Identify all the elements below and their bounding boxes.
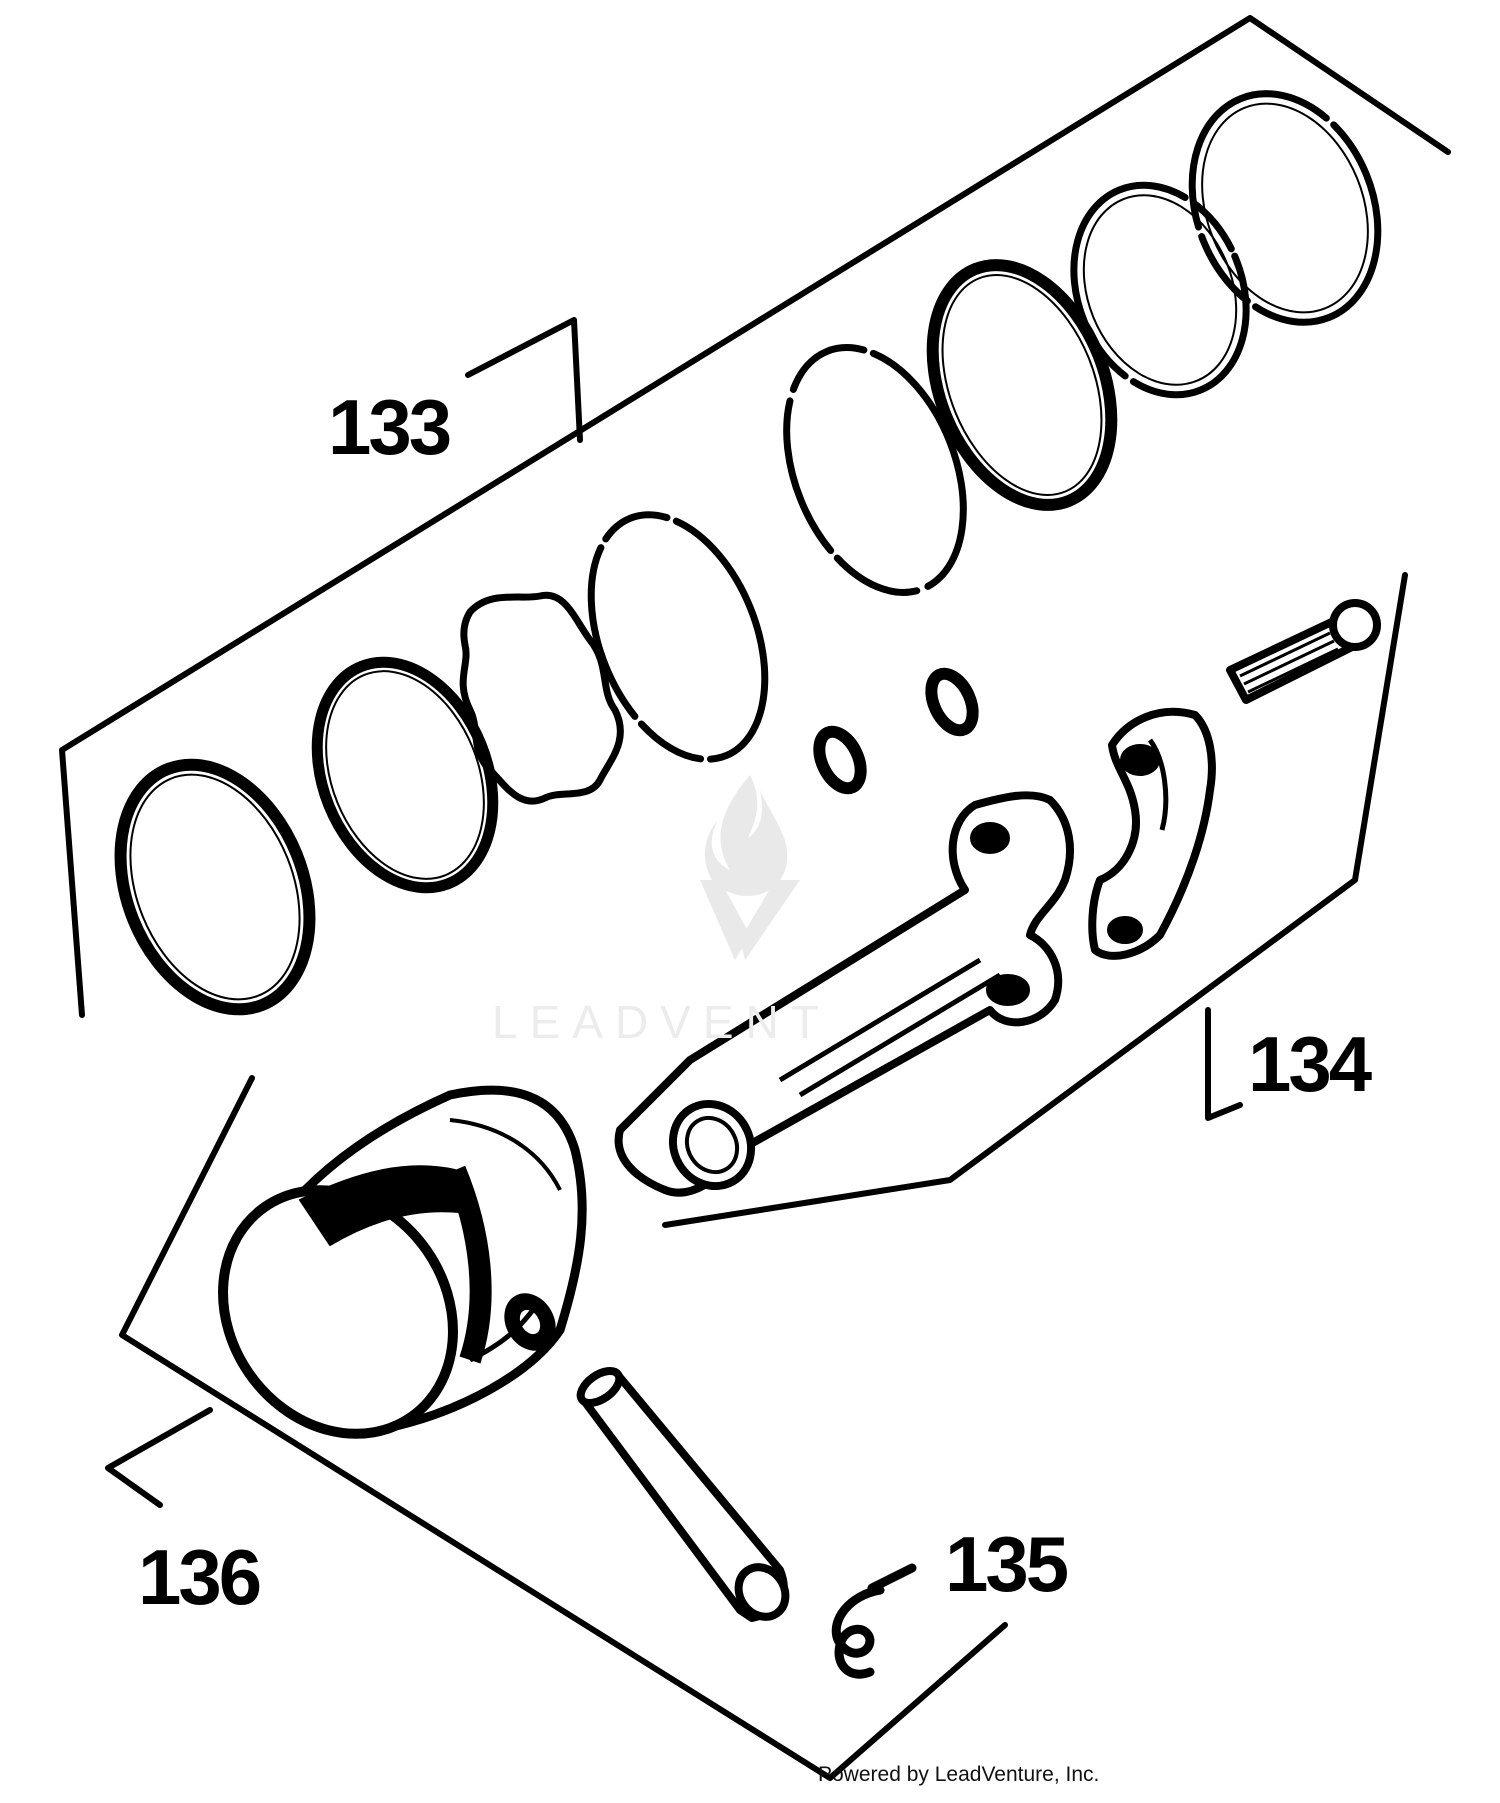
ring-8	[1188, 90, 1382, 326]
callout-connecting-rod: 134	[1248, 1020, 1372, 1108]
wrist-pin	[576, 1367, 790, 1622]
piston	[218, 1085, 587, 1439]
ring-6-inner	[941, 274, 1103, 496]
piston-rings	[114, 90, 1382, 1016]
callout-piston: 136	[138, 1533, 262, 1621]
watermark-text: LEADVENT	[492, 996, 831, 1048]
ring-4	[587, 511, 769, 763]
callout-retainer: 135	[945, 1520, 1069, 1608]
retainer-clip	[831, 1563, 917, 1679]
watermark-logo	[700, 775, 800, 960]
piston-group-bracket	[105, 1075, 1008, 1781]
piston-crown	[218, 1185, 458, 1439]
ring-1	[114, 758, 316, 1016]
rod-cap	[1088, 707, 1216, 960]
ring-8-inner	[1201, 102, 1369, 314]
connecting-rod	[614, 791, 1074, 1197]
credit-text: Powered by LeadVenture, Inc.	[818, 1763, 1100, 1786]
ring-2-inner	[325, 670, 485, 880]
ring-2	[311, 656, 499, 894]
rod-group-bracket	[662, 572, 1408, 1228]
ring-5	[783, 344, 967, 596]
ring-3-expander	[459, 591, 624, 805]
bearing-washers	[813, 667, 979, 795]
rod-bolt	[1226, 599, 1381, 704]
ring-6	[926, 259, 1118, 511]
ring-1-inner	[129, 773, 301, 1001]
callout-rings: 133	[328, 383, 452, 471]
ring-group-bracket	[59, 15, 1451, 1018]
ring-7	[1070, 181, 1250, 399]
